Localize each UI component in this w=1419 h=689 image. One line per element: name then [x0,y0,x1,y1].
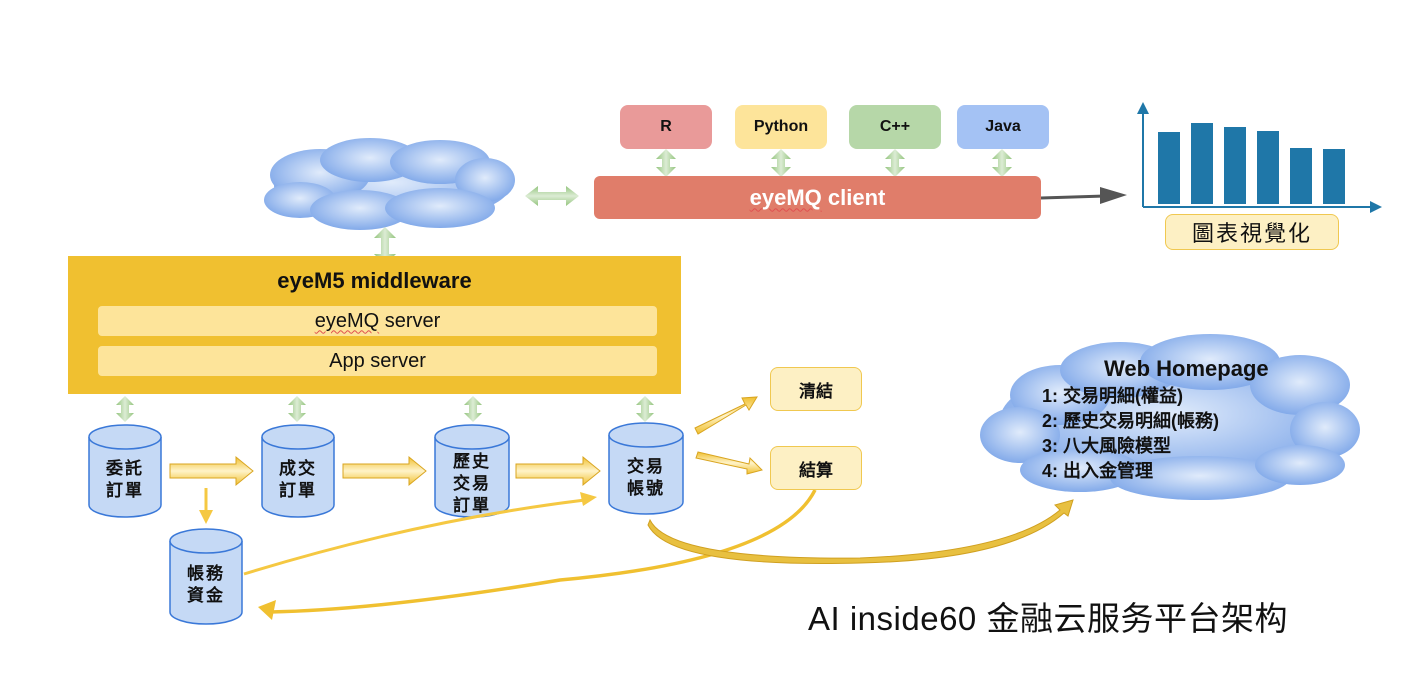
y-axis-arrow-icon [1137,102,1149,114]
database-icon [169,528,243,625]
double-arrow-middleware-db [116,396,654,422]
db-label-line: 交易 [453,474,491,493]
clearing-box: 清結 [770,367,862,411]
db-label-line: 交易 [627,457,665,476]
database-icon [434,424,510,518]
arrow-to-settlement [695,451,763,475]
flow-arrow [169,455,601,487]
db-label-line: 資金 [187,586,225,605]
double-arrow-lang-client [656,149,1012,177]
cloud-icon [264,138,515,230]
diagram-caption: AI inside60 金融云服务平台架构 [808,600,1288,637]
arrow-to-clearing [694,396,758,435]
db-label-line: 帳號 [627,479,665,498]
database-icon [88,424,162,518]
eyemq-server: eyeMQ server [98,306,657,336]
visualization-label: 圖表視覺化 [1165,214,1339,250]
lang-r: R [620,105,712,149]
db-account-funds: 帳務 資金 [170,563,242,607]
app-server-label: App server [329,349,426,372]
db-history-orders: 歷史 交易 訂單 [435,451,509,517]
chart-bar [1290,148,1312,204]
db-label-line: 委託 [106,459,144,478]
double-arrow-cloud-client [525,186,579,206]
double-arrow-cloud-middleware [374,227,396,265]
chart-bar [1191,123,1213,204]
arrow-down-to-funds [199,488,213,524]
eyemq-client: eyeMQ client [594,176,1041,219]
settlement-box: 結算 [770,446,862,490]
db-label-line: 帳務 [187,564,225,583]
x-axis-arrow-icon [1370,201,1382,213]
web-homepage-title: Web Homepage [1104,356,1269,381]
bar-chart [1137,102,1382,213]
chart-bar [1224,127,1246,204]
database-icon [608,422,684,515]
web-homepage: Web Homepage 1: 交易明細(權益) 2: 歷史交易明細(帳務) 3… [1042,356,1269,484]
arrow-funds-to-account [243,492,597,576]
web-homepage-item: 3: 八大風險模型 [1042,436,1172,456]
chart-bar [1323,149,1345,204]
db-label-line: 訂單 [106,481,144,500]
chart-bar [1158,132,1180,204]
web-homepage-item: 1: 交易明細(權益) [1042,386,1183,406]
web-cloud-icon [980,334,1360,500]
server-label-suffix: server [379,309,441,332]
db-label-line: 訂單 [453,496,491,515]
app-server: App server [98,346,657,376]
client-label-prefix: eyeMQ [749,184,822,210]
chart-bar [1257,131,1279,204]
lang-cpp: C++ [849,105,941,149]
arrow-settlement-to-funds [258,489,817,620]
db-label-line: 歷史 [453,452,491,471]
arrow-client-to-chart [1040,187,1127,204]
db-filled-orders: 成交 訂單 [262,458,334,502]
server-label-prefix: eyeMQ [314,309,380,332]
lang-python: Python [735,105,827,149]
arrow-account-to-web [647,499,1074,564]
db-entrust-orders: 委託 訂單 [89,458,161,502]
web-homepage-item: 4: 出入金管理 [1042,461,1154,481]
eyem5-middleware: eyeM5 middleware eyeMQ server App server [68,256,681,394]
db-trading-account: 交易 帳號 [609,456,683,500]
db-label-line: 成交 [279,459,317,478]
database-icon [261,424,335,518]
lang-java: Java [957,105,1049,149]
client-label-suffix: client [821,184,886,210]
db-label-line: 訂單 [279,481,317,500]
web-homepage-item: 2: 歷史交易明細(帳務) [1042,411,1219,431]
middleware-title: eyeM5 middleware [277,268,472,293]
